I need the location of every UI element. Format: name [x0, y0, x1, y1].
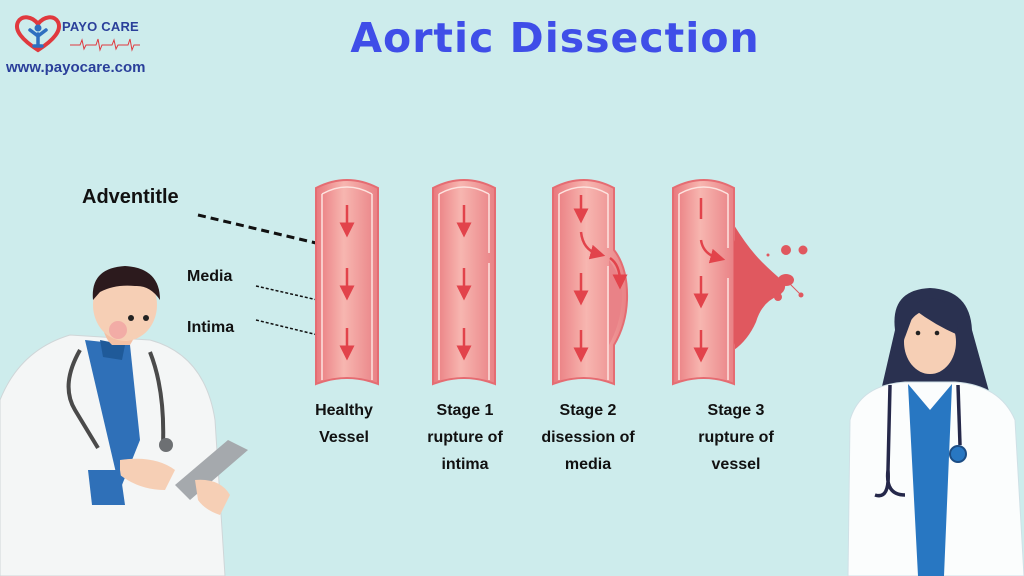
stage1-vessel-icon: [432, 179, 496, 386]
brand-name: PAYO CARE: [62, 19, 139, 34]
label-adventitle: Adventitle: [82, 186, 179, 208]
stage3-vessel-icon: [672, 179, 808, 386]
caption-line: vessel: [711, 456, 761, 473]
caption-line: disession of: [541, 429, 635, 446]
caption-line: Vessel: [319, 429, 369, 446]
caption-healthy: Healthy Vessel: [279, 397, 409, 451]
caption-stage1: Stage 1 rupture of intima: [400, 397, 530, 478]
caption-line: Stage 3: [707, 402, 765, 419]
label-intima: Intima: [187, 319, 235, 336]
male-doctor-illustration: [0, 266, 248, 576]
caption-line: Stage 2: [559, 402, 617, 419]
caption-stage2: Stage 2 disession of media: [523, 397, 653, 478]
healthy-vessel-icon: [315, 179, 379, 386]
caption-line: rupture of: [698, 429, 774, 446]
caption-stage3: Stage 3 rupture of vessel: [671, 397, 801, 478]
intima-leader-line: [255, 319, 323, 337]
logo-heart-icon: [15, 15, 140, 53]
stage2-vessel-icon: [552, 179, 629, 386]
page-title: Aortic Dissection: [350, 14, 760, 62]
media-leader-line: [255, 285, 323, 302]
label-media: Media: [187, 268, 233, 285]
adventitle-leader-line: [197, 213, 317, 245]
female-doctor-illustration: [847, 288, 1024, 576]
caption-line: Healthy: [315, 402, 373, 419]
caption-line: media: [564, 456, 612, 473]
caption-line: Stage 1: [436, 402, 494, 419]
caption-line: intima: [441, 456, 489, 473]
caption-line: rupture of: [427, 429, 503, 446]
brand-url-link[interactable]: www.payocare.com: [6, 59, 146, 76]
